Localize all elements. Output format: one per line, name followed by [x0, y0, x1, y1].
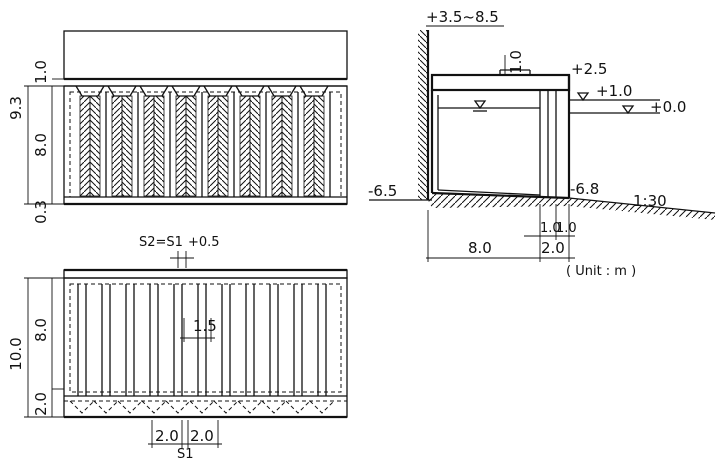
- front-dim-bottom: 0.3: [32, 200, 50, 224]
- front-cell: [107, 85, 139, 197]
- section-level-a: +2.5: [571, 60, 607, 78]
- plan-cell: [93, 284, 119, 414]
- section-dim-w3: 2.0: [541, 239, 565, 257]
- section-ground: [428, 193, 715, 220]
- plan-label-plus: +0.5: [188, 235, 220, 250]
- plan-cell: [165, 284, 191, 414]
- section-dim-w2: 1.0: [556, 221, 577, 236]
- front-cell: [299, 85, 331, 197]
- front-cell: [139, 85, 171, 197]
- plan-dim-a: 2.0: [155, 427, 179, 445]
- front-view: 1.0 9.3 8.0 0.3: [7, 30, 348, 224]
- plan-cell: [309, 284, 335, 414]
- front-dim-top: 1.0: [32, 60, 50, 84]
- section-slope: 1:30: [633, 192, 667, 210]
- section-dim-base: 8.0: [468, 239, 492, 257]
- front-cell: [171, 85, 203, 197]
- plan-top-band: [63, 269, 348, 279]
- section-level-b: +1.0: [596, 82, 632, 100]
- front-dim-mid: 8.0: [32, 133, 50, 157]
- plan-cell: [69, 284, 95, 414]
- plan-dim-mid: 8.0: [32, 318, 50, 342]
- front-cell: [267, 85, 299, 197]
- plan-cell: [261, 284, 287, 414]
- plan-cell: [213, 284, 239, 414]
- plan-label-s1: S1: [177, 447, 194, 460]
- section-view: +3.5~8.5 1.0 +2.5 +1.0 +0.0 -6.: [368, 8, 716, 279]
- plan-dim-total: 10.0: [7, 337, 25, 370]
- section-dim-w1: 1.0: [540, 221, 561, 236]
- front-cell: [75, 85, 107, 197]
- front-cell: [235, 85, 267, 197]
- section-left-wall: [418, 30, 428, 200]
- section-level-right: -6.8: [570, 180, 599, 198]
- section-level-left: -6.5: [368, 182, 397, 200]
- front-cell: [203, 85, 235, 197]
- plan-dim-b: 2.0: [190, 427, 214, 445]
- plan-cell: [117, 284, 143, 414]
- plan-cell: [141, 284, 167, 414]
- section-unit: ( Unit : m ): [566, 264, 636, 279]
- plan-cell: [237, 284, 263, 414]
- section-level-c: +0.0: [650, 98, 686, 116]
- front-dim-total: 9.3: [7, 96, 25, 120]
- section-level-top: +3.5~8.5: [426, 8, 499, 26]
- front-top-slab: [63, 30, 348, 80]
- plan-label-s2-s1: S2=S1: [139, 235, 183, 250]
- plan-dim-inner: 1.5: [193, 317, 217, 335]
- plan-cells: [69, 284, 335, 414]
- plan-cell: [189, 284, 215, 414]
- section-dim-slab: 1.0: [507, 50, 525, 74]
- plan-view: S2=S1 +0.5 1.5 10.0 8.0 2.0 2.0 2.0 S1: [7, 235, 348, 460]
- plan-dim-bottom: 2.0: [32, 392, 50, 416]
- plan-cell: [285, 284, 311, 414]
- front-cells: [75, 85, 331, 197]
- section-top-slab: [430, 73, 571, 92]
